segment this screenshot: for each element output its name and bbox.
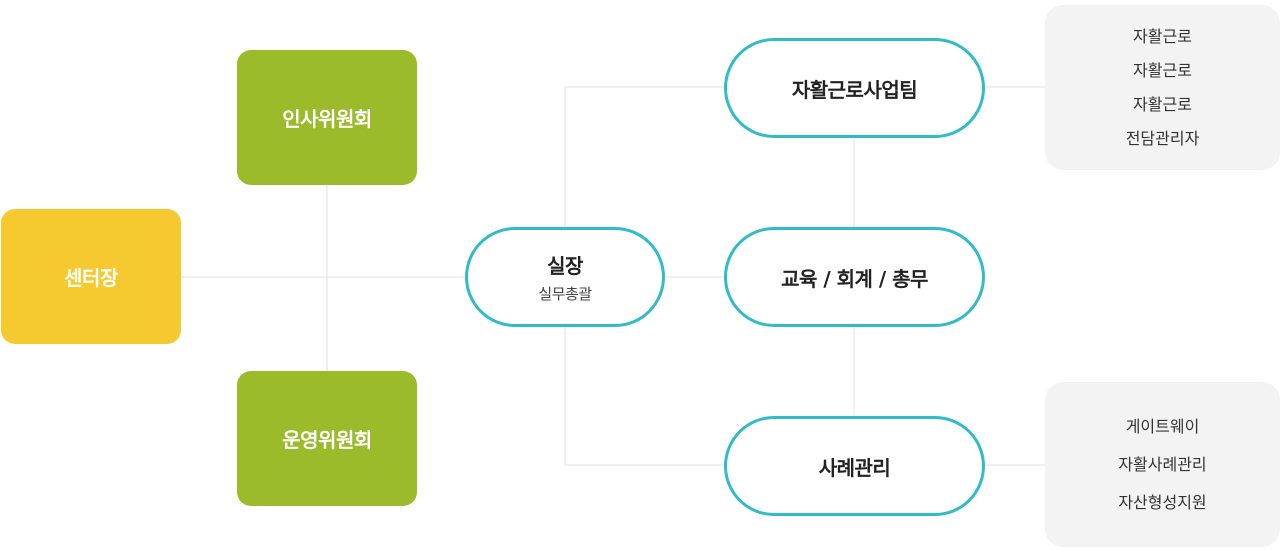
edu-admin-team-node: 교육 / 회계 / 총무	[724, 227, 985, 327]
staff-item: 자활근로	[1133, 60, 1192, 80]
manager-node: 실장 실무총괄	[465, 227, 665, 327]
self-support-team-label: 자활근로사업팀	[791, 77, 918, 102]
self-support-team-node: 자활근로사업팀	[724, 38, 985, 138]
case-mgmt-team-node: 사례관리	[724, 416, 985, 516]
program-item: 게이트웨이	[1125, 416, 1200, 436]
staff-item: 자활근로	[1133, 26, 1192, 46]
program-item: 자활사례관리	[1118, 454, 1207, 474]
case-mgmt-team-label: 사례관리	[818, 455, 891, 480]
staff-item: 자활근로	[1133, 94, 1192, 114]
hr-committee-label: 인사위원회	[282, 107, 372, 131]
center-head-label: 센터장	[64, 266, 118, 290]
center-head-box: 센터장	[1, 209, 181, 344]
edu-admin-team-label: 교육 / 회계 / 총무	[781, 266, 928, 291]
hr-committee-box: 인사위원회	[237, 50, 417, 185]
ops-committee-label: 운영위원회	[282, 428, 372, 452]
ops-committee-box: 운영위원회	[237, 371, 417, 506]
staff-item: 전담관리자	[1125, 128, 1200, 148]
self-support-staff-box: 자활근로 자활근로 자활근로 전담관리자	[1045, 5, 1280, 170]
manager-subtitle: 실무총괄	[538, 285, 592, 303]
program-item: 자산형성지원	[1118, 492, 1207, 512]
manager-title: 실장	[547, 254, 583, 278]
case-mgmt-programs-box: 게이트웨이 자활사례관리 자산형성지원	[1045, 382, 1280, 547]
